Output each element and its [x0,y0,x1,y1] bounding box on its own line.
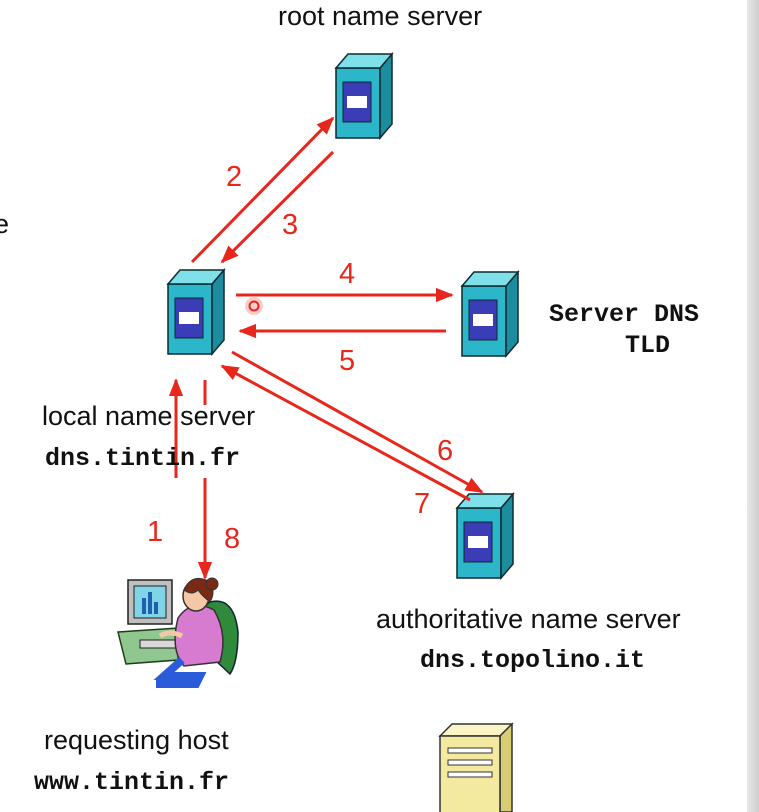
tld-server-label-line2: TLD [625,331,671,360]
step-4-label: 4 [339,258,356,290]
arrow-step-3 [220,150,335,264]
arrow-step-6 [231,350,484,494]
local-server-label: local name server [42,401,256,431]
root-server-icon [335,53,393,139]
step-3-label: 3 [282,209,299,241]
step-6-label: 6 [437,435,454,467]
step-1-label: 1 [147,516,164,548]
step-8-label: 8 [224,523,241,555]
tld-server-label-line1: Server DNS [549,300,700,329]
cursor-highlight [245,297,263,315]
clipped-text: e [0,209,10,239]
arrow-step-7 [220,364,471,502]
local-server-hostname: dns.tintin.fr [45,444,241,473]
step-2-label: 2 [226,161,243,193]
requesting-host-label: requesting host [44,725,229,755]
requesting-host-icon [117,577,239,688]
authoritative-server-label: authoritative name server [376,604,681,634]
step-7-label: 7 [414,488,431,520]
host-server-icon [438,722,514,812]
authoritative-server-hostname: dns.topolino.it [420,646,646,675]
authoritative-server-icon [456,493,514,579]
step-5-label: 5 [339,345,356,377]
requesting-host-hostname: www.tintin.fr [34,768,230,797]
root-server-label: root name server [278,1,483,31]
window-edge [747,0,759,812]
tld-server-icon [461,271,519,357]
local-server-icon [167,269,225,355]
arrow-step-2 [190,116,335,264]
